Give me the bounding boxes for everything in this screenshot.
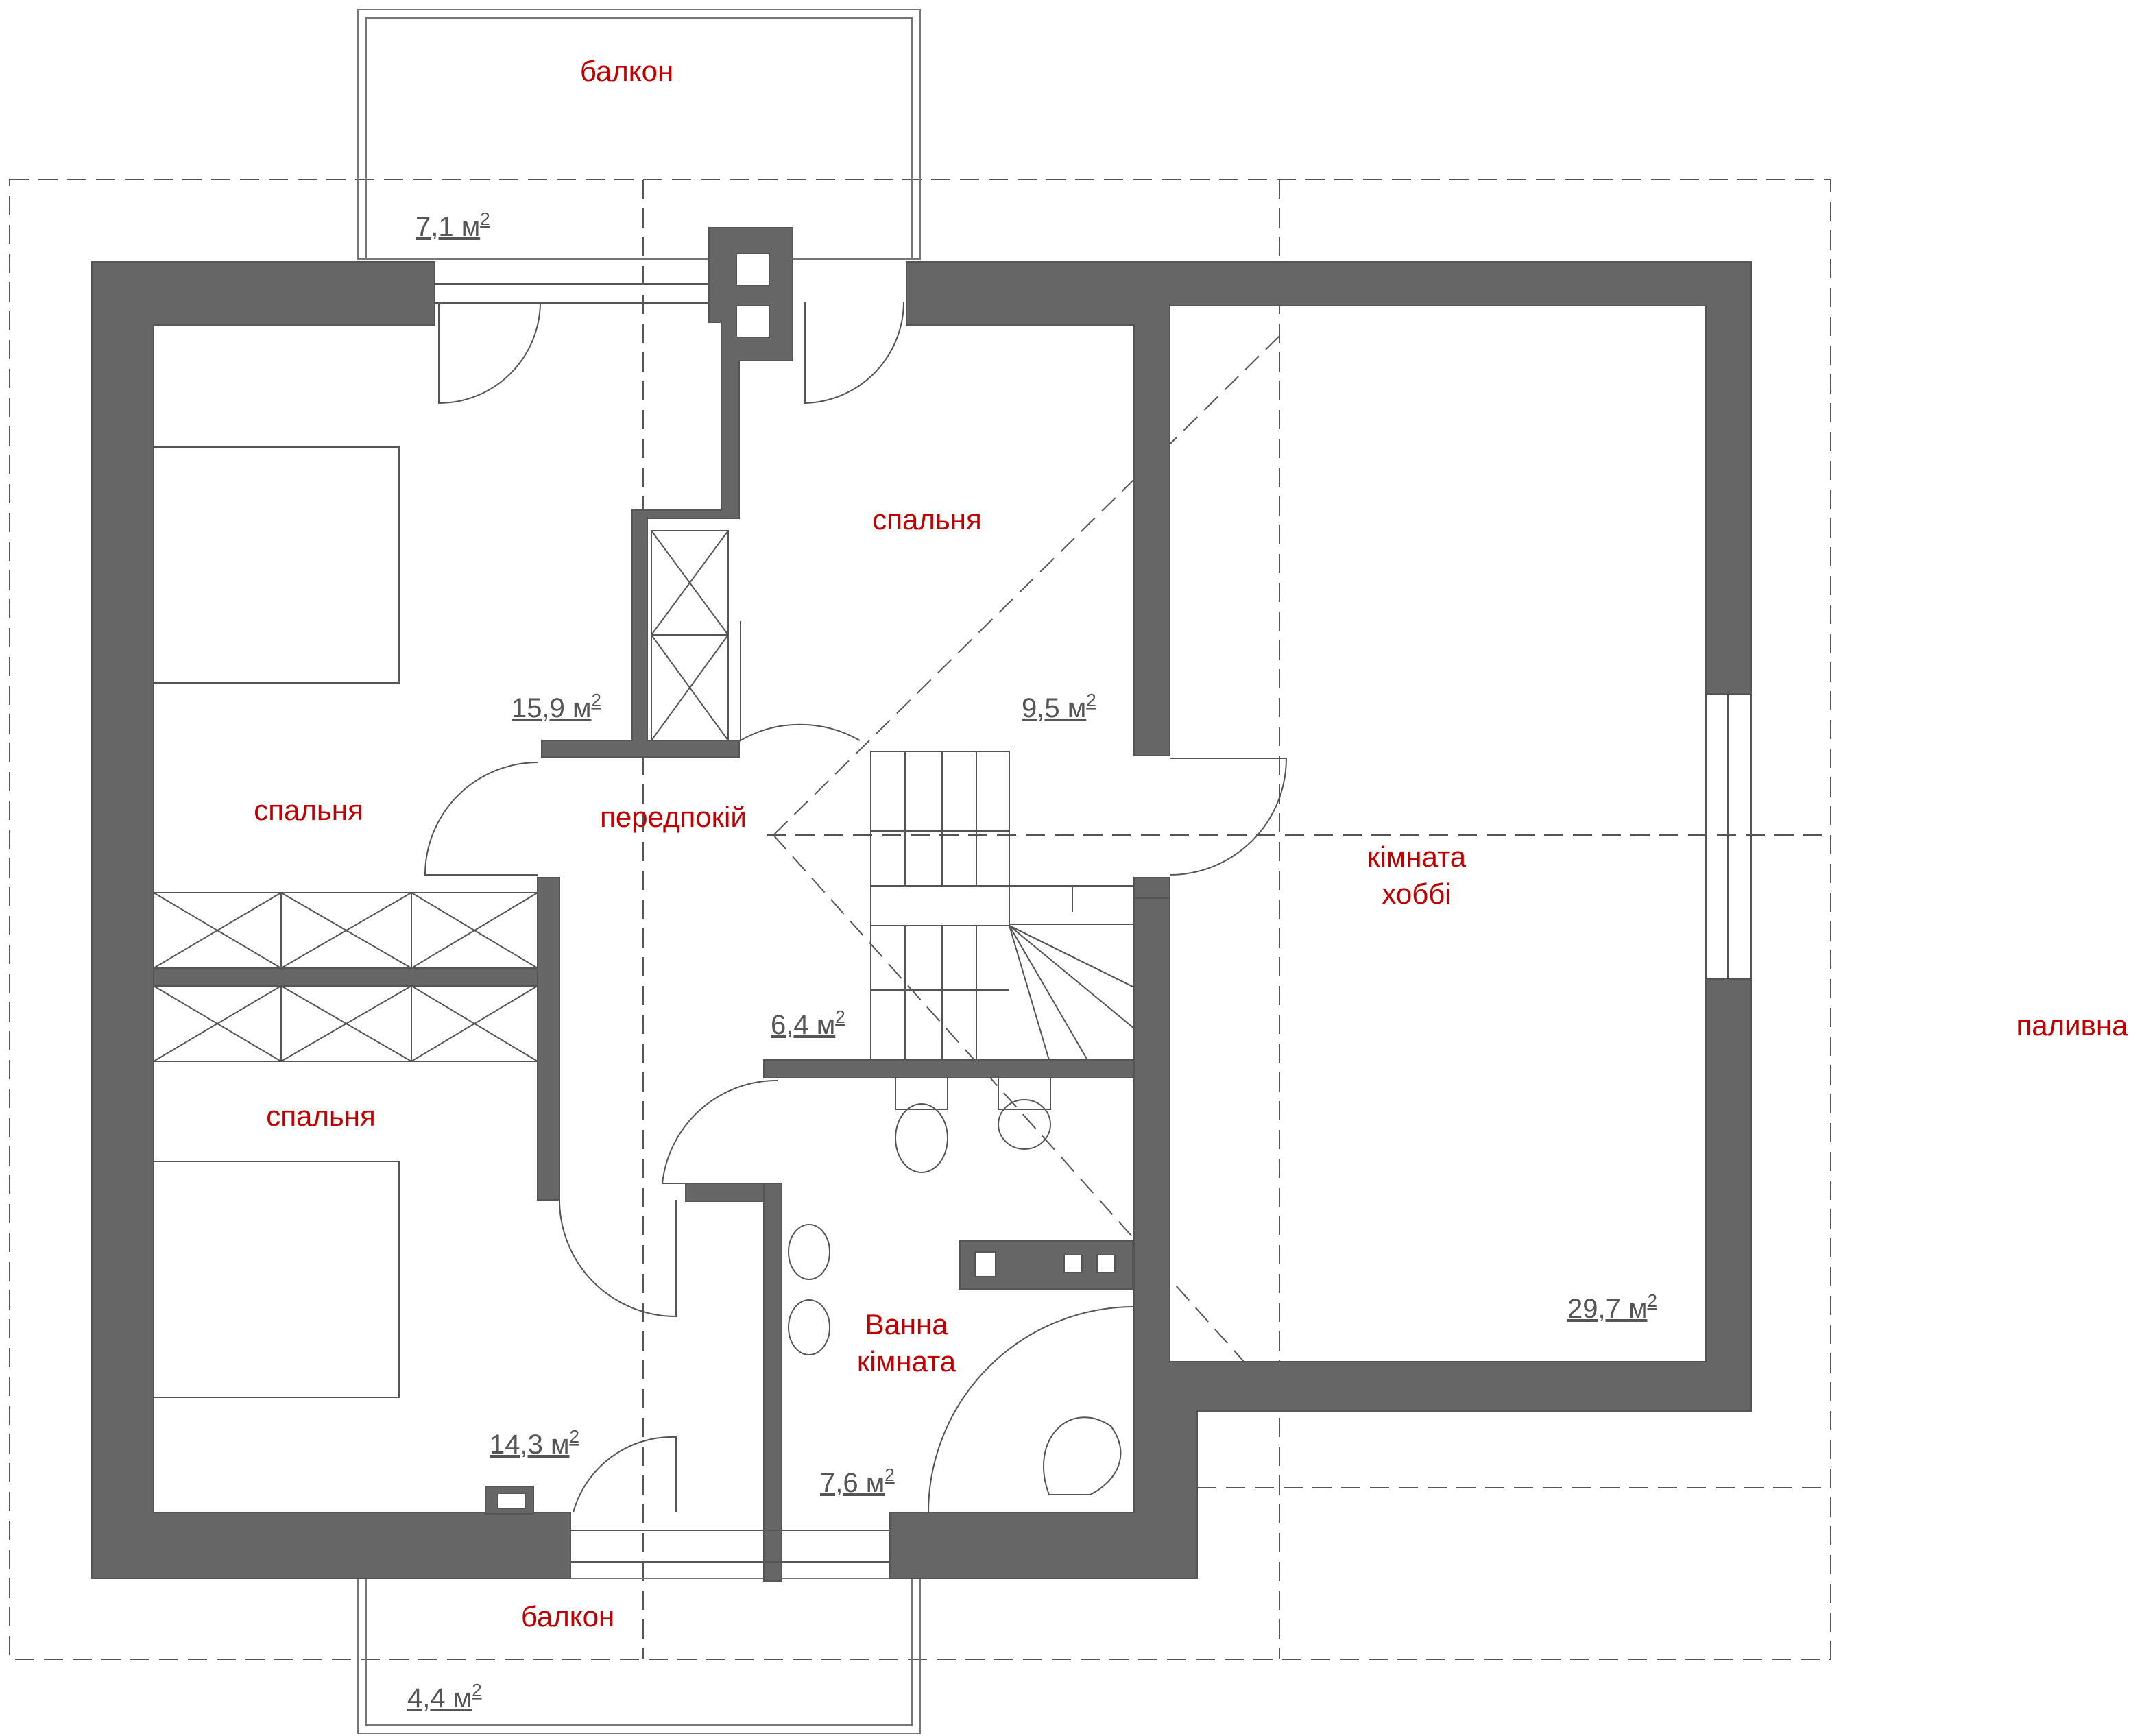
room-labels: балкон спальня спальня передпокій кімнат…	[254, 55, 2128, 1632]
label-bedroom-bottom: спальня	[266, 1100, 375, 1132]
area-balcony-bottom: 4,4 м2	[407, 1680, 482, 1713]
walls	[91, 227, 1752, 1582]
area-bedroom-bottom: 14,3 м2	[490, 1426, 579, 1460]
balcony-top	[357, 9, 921, 260]
staircase	[870, 751, 1135, 1061]
label-hobby-line1: кімната	[1367, 841, 1467, 873]
label-balcony-bottom: балкон	[521, 1600, 614, 1632]
roof-outline	[9, 179, 1831, 1660]
bathroom-fixtures	[788, 1077, 1135, 1513]
label-bath-line2: кімната	[857, 1345, 956, 1377]
beds	[153, 446, 400, 1398]
label-hobby-line2: хоббі	[1382, 878, 1451, 910]
doors	[424, 301, 1288, 1513]
area-labels: 7,1 м2 15,9 м2 9,5 м2 6,4 м2 29,7 м2 14,…	[407, 208, 1657, 1713]
windows	[434, 283, 1752, 1563]
area-bedroom-left: 15,9 м2	[512, 690, 601, 723]
wardrobes	[153, 530, 729, 1062]
label-balcony-top: балкон	[580, 55, 673, 87]
area-hobby: 29,7 м2	[1567, 1290, 1657, 1324]
label-bedroom-top: спальня	[872, 503, 981, 535]
area-hall: 6,4 м2	[771, 1006, 845, 1040]
label-bedroom-left: спальня	[254, 794, 363, 826]
label-hall: передпокій	[600, 801, 747, 833]
area-balcony-top: 7,1 м2	[416, 208, 490, 242]
label-boiler: паливна	[2017, 1009, 2129, 1041]
area-bedroom-top: 9,5 м2	[1022, 690, 1096, 723]
label-bath-line1: Ванна	[865, 1308, 948, 1340]
area-bath: 7,6 м2	[820, 1464, 895, 1498]
balcony-bottom	[357, 1578, 921, 1734]
